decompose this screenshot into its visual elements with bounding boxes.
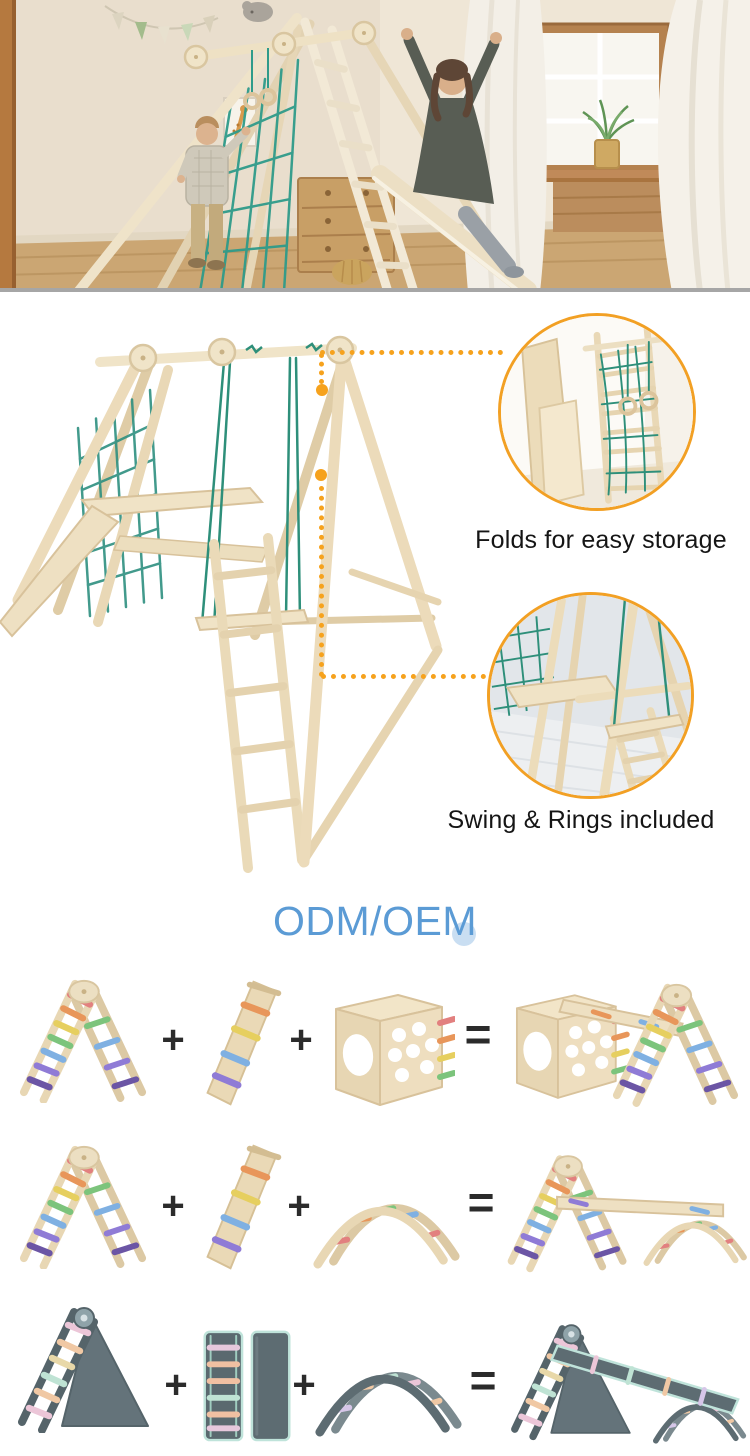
rainbow-climbing-triangle-thumb: [10, 1136, 158, 1269]
dotted-connector-top-drop: [319, 353, 324, 384]
plus-operator: +: [289, 1018, 313, 1062]
heading-accent-dot: [452, 922, 476, 946]
equals-operator: =: [467, 1176, 495, 1228]
plus-operator: +: [287, 1184, 311, 1228]
callout-circle-fold: [498, 313, 696, 511]
gray-pastel-climbing-triangle-thumb: [8, 1298, 158, 1433]
dotted-connector-bottom: [321, 674, 486, 679]
rainbow-climbing-triangle-thumb: [10, 970, 158, 1103]
folded-frame-image: [501, 316, 693, 508]
caption-swing-rings-included: Swing & Rings included: [447, 806, 715, 834]
gray-triangle-ramp-arch-set-thumb: [502, 1316, 750, 1450]
caption-folds-for-easy-storage: Folds for easy storage: [475, 526, 727, 554]
triangle-bridge-arch-set-thumb: [498, 1146, 748, 1273]
dotted-connector-vertical: [319, 486, 324, 677]
callout-circle-swing: [487, 592, 694, 799]
climbing-cube-thumb: [320, 985, 455, 1110]
dotted-connector-top: [320, 350, 503, 355]
plus-operator: +: [164, 1363, 188, 1407]
swing-closeup-image: [490, 595, 691, 796]
plus-operator: +: [161, 1018, 185, 1062]
rainbow-climbing-arch-thumb: [310, 1168, 462, 1271]
callout-marker-dot-top: [316, 384, 328, 396]
equals-operator: =: [469, 1354, 497, 1406]
pastel-climbing-arch-thumb: [312, 1336, 464, 1439]
odm-oem-heading: ODM/OEM: [273, 898, 477, 944]
cube-ramp-triangle-set-thumb: [502, 972, 750, 1111]
callout-marker-dot-bottom: [315, 469, 327, 481]
equals-operator: =: [464, 1008, 492, 1060]
plus-operator: +: [292, 1363, 316, 1407]
climbing-ramp-thumb: [194, 976, 290, 1110]
ramp-boards-thumb: [196, 1326, 296, 1444]
product-photo-swing-frame: [0, 335, 443, 873]
hero-photo: [0, 0, 750, 292]
plus-operator: +: [161, 1184, 185, 1228]
climbing-ramp-thumb: [194, 1140, 290, 1274]
